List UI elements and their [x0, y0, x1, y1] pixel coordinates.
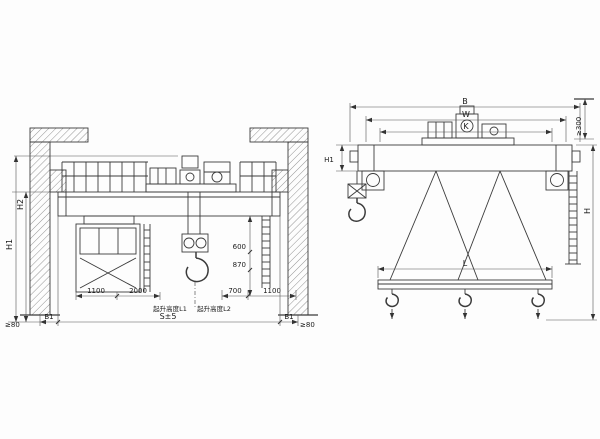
dim-1100-right-label: 1100 [263, 287, 281, 295]
end-ladder [565, 171, 581, 265]
clearance-300-label: ≥300 [575, 117, 583, 136]
right-view-dimensions: B W K ≥300 H1 H L [324, 97, 597, 321]
lifting-beam [377, 279, 553, 290]
right-view [347, 105, 581, 319]
wheel-icon [550, 173, 564, 187]
handrails [61, 161, 277, 192]
dim-w-label: W [462, 110, 470, 119]
dim-h1-right-label: H1 [324, 156, 334, 164]
hook-icon [185, 257, 209, 283]
dim-b-label: B [462, 97, 468, 106]
hook-icon [531, 293, 545, 308]
dim-870-label: 870 [233, 261, 246, 269]
dim-h1-label: H1 [5, 239, 14, 250]
left-view-dimensions: H1 H2 1100 2000 600 870 700 1100 起升高度L1 … [5, 155, 315, 329]
wheel-icon [366, 173, 380, 187]
dim-h2-label: H2 [16, 199, 25, 210]
dim-1100-left-label: 1100 [87, 287, 105, 295]
operator-cab [75, 215, 151, 293]
hook-icon [458, 293, 472, 308]
trolley-hoist [145, 155, 237, 193]
sling-ropes [389, 170, 547, 281]
clearance-80-right-label: ≥80 [300, 321, 315, 329]
clearance-80-left-label: ≥80 [5, 321, 20, 329]
left-view [20, 127, 318, 316]
hook-icon [348, 202, 366, 222]
dim-k-label: K [463, 122, 469, 131]
lift-height-l2-label: 起升高度L2 [197, 304, 231, 313]
dim-2000-label: 2000 [129, 287, 147, 295]
hook-icon [385, 293, 399, 308]
dim-h-label: H [583, 208, 592, 214]
access-ladder [261, 216, 271, 288]
dim-span-label: S±5 [160, 312, 177, 321]
bridge-girder [57, 191, 281, 217]
hook-block [181, 192, 209, 308]
building-walls [20, 127, 318, 316]
dim-l-label: L [463, 259, 468, 268]
dim-600-label: 600 [233, 243, 246, 251]
dim-b1-right-label: B1 [284, 313, 293, 321]
dim-700-label: 700 [228, 287, 241, 295]
raised-hook-block [347, 171, 367, 222]
lift-height-l1-label: 起升高度L1 [153, 304, 187, 313]
beam-hooks [385, 289, 545, 319]
end-carriage [349, 144, 581, 191]
dim-b1-left-label: B1 [44, 313, 53, 321]
